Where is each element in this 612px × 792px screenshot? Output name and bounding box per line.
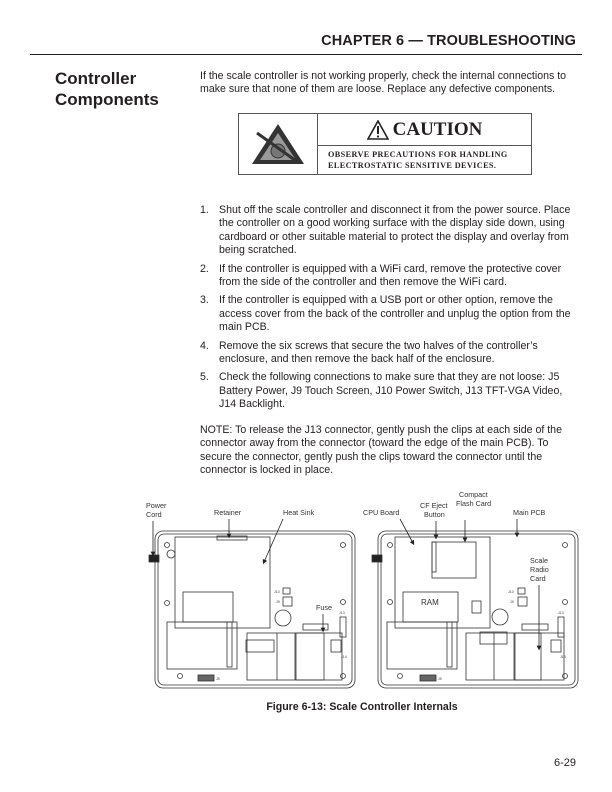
- list-item: 4. Remove the six screws that secure the …: [200, 340, 578, 367]
- compact-flash-card: [431, 541, 477, 579]
- section-title: Controller Components: [55, 68, 159, 110]
- label-j13: J13: [339, 611, 345, 615]
- step-text: Shut off the scale controller and discon…: [219, 204, 571, 257]
- label-j5: J5: [216, 677, 220, 681]
- ram-module: [402, 591, 459, 623]
- caution-text: ELECTROSTATIC SENSITIVE DEVICES.: [328, 161, 497, 170]
- intro-paragraph: If the scale controller is not working p…: [200, 70, 567, 96]
- procedure-steps: 1. Shut off the scale controller and disc…: [200, 204, 578, 417]
- note-paragraph: NOTE: To release the J13 connector, gent…: [200, 424, 562, 477]
- label-j9: J9: [510, 600, 514, 604]
- list-item: 1. Shut off the scale controller and disc…: [200, 204, 578, 258]
- label-compact-flash: Compact: [459, 490, 488, 499]
- display-connector: [182, 591, 234, 623]
- right-enclosure: [377, 530, 579, 689]
- list-item: 2. If the controller is equipped with a W…: [200, 263, 578, 290]
- step-text: Remove the six screws that secure the tw…: [219, 339, 538, 366]
- label-cf-eject: CF Eject: [420, 501, 448, 510]
- heat-sink: [174, 536, 271, 629]
- step-number: 2.: [200, 262, 209, 275]
- chapter-header: CHAPTER 6 — TROUBLESHOOTING: [321, 33, 576, 49]
- label-heat-sink: Heat Sink: [283, 508, 315, 517]
- label-fuse: Fuse: [316, 603, 332, 612]
- list-item: 5. Check the following connections to mak…: [200, 371, 578, 411]
- label-j13: J13: [558, 611, 564, 615]
- label-j14: J14: [341, 655, 347, 659]
- label-j14: J14: [560, 655, 566, 659]
- page-number: 6-29: [553, 757, 576, 769]
- section-title-line: Controller: [55, 69, 137, 88]
- header-rule: [30, 54, 582, 55]
- left-enclosure: [154, 530, 356, 689]
- label-cf-eject: Button: [424, 510, 445, 519]
- label-retainer: Retainer: [214, 508, 242, 517]
- label-j9: J9: [276, 600, 280, 604]
- label-j10: J10: [274, 590, 280, 594]
- list-item: 3. If the controller is equipped with a U…: [200, 294, 578, 334]
- step-number: 4.: [200, 339, 209, 352]
- label-ram: RAM: [421, 598, 439, 607]
- label-main-pcb: Main PCB: [513, 508, 546, 517]
- step-number: 1.: [200, 204, 209, 216]
- caution-box: CAUTION OBSERVE PRECAUTIONS FOR HANDLING…: [238, 113, 532, 175]
- step-number: 3.: [200, 294, 209, 307]
- label-scale-radio-card: Scale: [530, 556, 548, 565]
- label-scale-radio-card: Card: [530, 574, 546, 583]
- step-text: If the controller is equipped with a WiF…: [219, 262, 562, 289]
- step-number: 5.: [200, 371, 209, 384]
- warning-triangle-icon: [366, 119, 389, 140]
- step-text: Check the following connections to make …: [219, 371, 563, 411]
- caution-title: CAUTION: [392, 118, 483, 140]
- section-title-line: Components: [55, 90, 159, 109]
- esd-warning-triangle-icon: [252, 124, 304, 165]
- label-power-cord: Cord: [146, 510, 162, 519]
- label-power-cord: Power: [146, 501, 167, 510]
- label-scale-radio-card: Radio: [530, 565, 549, 574]
- label-j5: J5: [438, 677, 442, 681]
- label-compact-flash: Flash Card: [456, 499, 491, 508]
- label-j10: J10: [508, 590, 514, 594]
- controller-internals-figure: Power Cord Retainer Heat Sink Fuse CPU B…: [146, 490, 579, 689]
- label-cpu-board: CPU Board: [363, 508, 399, 517]
- figure-caption: Figure 6-13: Scale Controller Internals: [266, 701, 458, 713]
- caution-text: OBSERVE PRECAUTIONS FOR HANDLING: [328, 150, 508, 159]
- cpu-board: [394, 536, 491, 629]
- step-text: If the controller is equipped with a USB…: [219, 294, 571, 334]
